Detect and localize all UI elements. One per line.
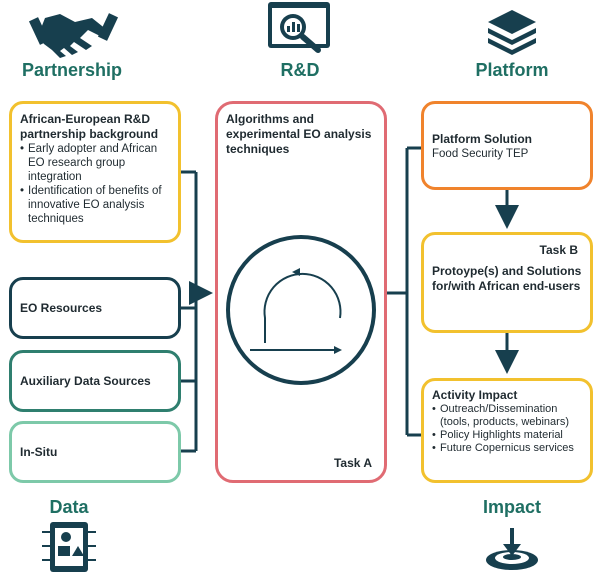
partnership-background-title: African-European R&D partnership backgro… [20, 112, 159, 141]
heading-platform: Platform [475, 60, 549, 80]
list-item: Early adopter and African EO research gr… [20, 142, 170, 184]
partnership-background-list: Early adopter and African EO research gr… [20, 142, 170, 226]
list-item: Future Copernicus services [432, 442, 582, 455]
task-b-label: Task B [539, 243, 578, 257]
in-situ-box: In-Situ [9, 421, 181, 483]
task-a-label: Task A [333, 456, 372, 470]
platform-solution-box: Platform Solution Food Security TEP [421, 101, 593, 190]
in-situ-title: In-Situ [20, 444, 58, 459]
activity-impact-title: Activity Impact [432, 388, 518, 402]
list-item: Policy Highlights material [432, 429, 582, 442]
eo-resources-box: EO Resources [9, 277, 181, 339]
heading-impact: Impact [482, 497, 542, 517]
list-item: Identification of benefits of innovative… [20, 184, 170, 226]
prototypes-title: Protoype(s) and Solutions for/with Afric… [432, 264, 582, 293]
platform-solution-subtitle: Food Security TEP [432, 148, 529, 160]
heading-rd: R&D [280, 60, 320, 80]
algorithms-title: Algorithms and experimental EO analysis … [226, 112, 372, 156]
activity-impact-list: Outreach/Dissemination (tools, products,… [432, 403, 582, 455]
prototypes-box: Task B Protoype(s) and Solutions for/wit… [421, 232, 593, 333]
eo-resources-title: EO Resources [20, 300, 103, 315]
platform-solution-title: Platform Solution [432, 132, 532, 146]
partnership-background-box: African-European R&D partnership backgro… [9, 101, 181, 243]
heading-partnership: Partnership [21, 60, 123, 80]
auxiliary-data-box: Auxiliary Data Sources [9, 350, 181, 412]
auxiliary-data-title: Auxiliary Data Sources [20, 373, 151, 388]
algorithms-box: Algorithms and experimental EO analysis … [215, 101, 387, 483]
list-item: Outreach/Dissemination (tools, products,… [432, 403, 582, 429]
heading-data: Data [49, 497, 89, 517]
activity-impact-box: Activity Impact Outreach/Dissemination (… [421, 378, 593, 483]
